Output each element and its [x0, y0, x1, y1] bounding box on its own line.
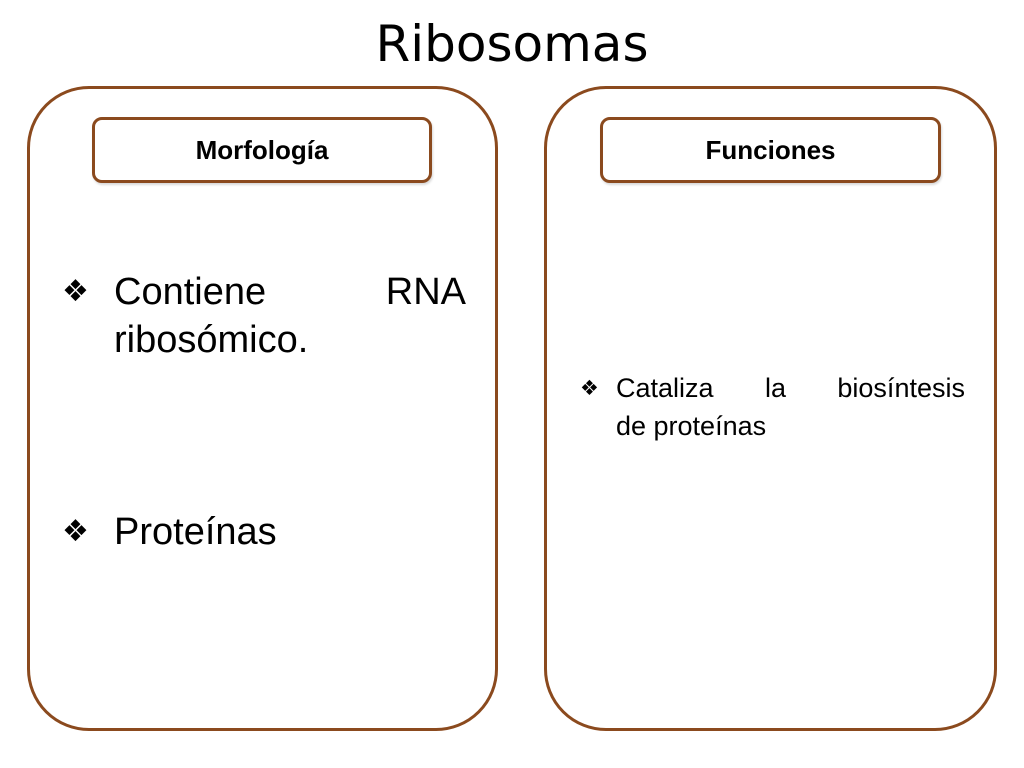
funciones-item-word-biosintesis: biosíntesis: [837, 373, 965, 403]
funciones-panel: [544, 86, 997, 731]
funciones-item-biosintesis-text: Cataliza la biosíntesis de proteínas: [616, 369, 965, 445]
morfologia-panel: [27, 86, 498, 731]
morfologia-item-rna-word-contiene: Contiene: [114, 271, 267, 313]
morfologia-item-rna-word-rna: RNA: [385, 271, 466, 313]
page-title: Ribosomas: [375, 15, 649, 73]
morfologia-header: Morfología: [92, 117, 432, 183]
funciones-item-biosintesis-line1: Cataliza la biosíntesis: [616, 369, 965, 407]
funciones-item-biosintesis: ❖ Cataliza la biosíntesis de proteínas: [580, 369, 965, 445]
morfologia-item-rna-line2: ribosómico.: [114, 319, 309, 361]
morfologia-item-rna-text: Contiene RNA ribosómico.: [114, 268, 466, 364]
four-diamond-bullet-icon: ❖: [62, 274, 89, 309]
four-diamond-bullet-icon: ❖: [580, 376, 599, 400]
morfologia-item-proteinas-text: Proteínas: [114, 511, 277, 553]
funciones-header: Funciones: [600, 117, 941, 183]
funciones-item-biosintesis-line2: de proteínas: [616, 411, 767, 441]
four-diamond-bullet-icon: ❖: [62, 514, 89, 549]
funciones-item-word-la: la: [764, 373, 786, 403]
funciones-item-word-cataliza: Cataliza: [616, 373, 714, 403]
morfologia-item-proteinas: ❖ Proteínas: [62, 508, 466, 556]
morfologia-item-rna: ❖ Contiene RNA ribosómico.: [62, 268, 466, 364]
morfologia-item-rna-line1: Contiene RNA: [114, 268, 466, 316]
